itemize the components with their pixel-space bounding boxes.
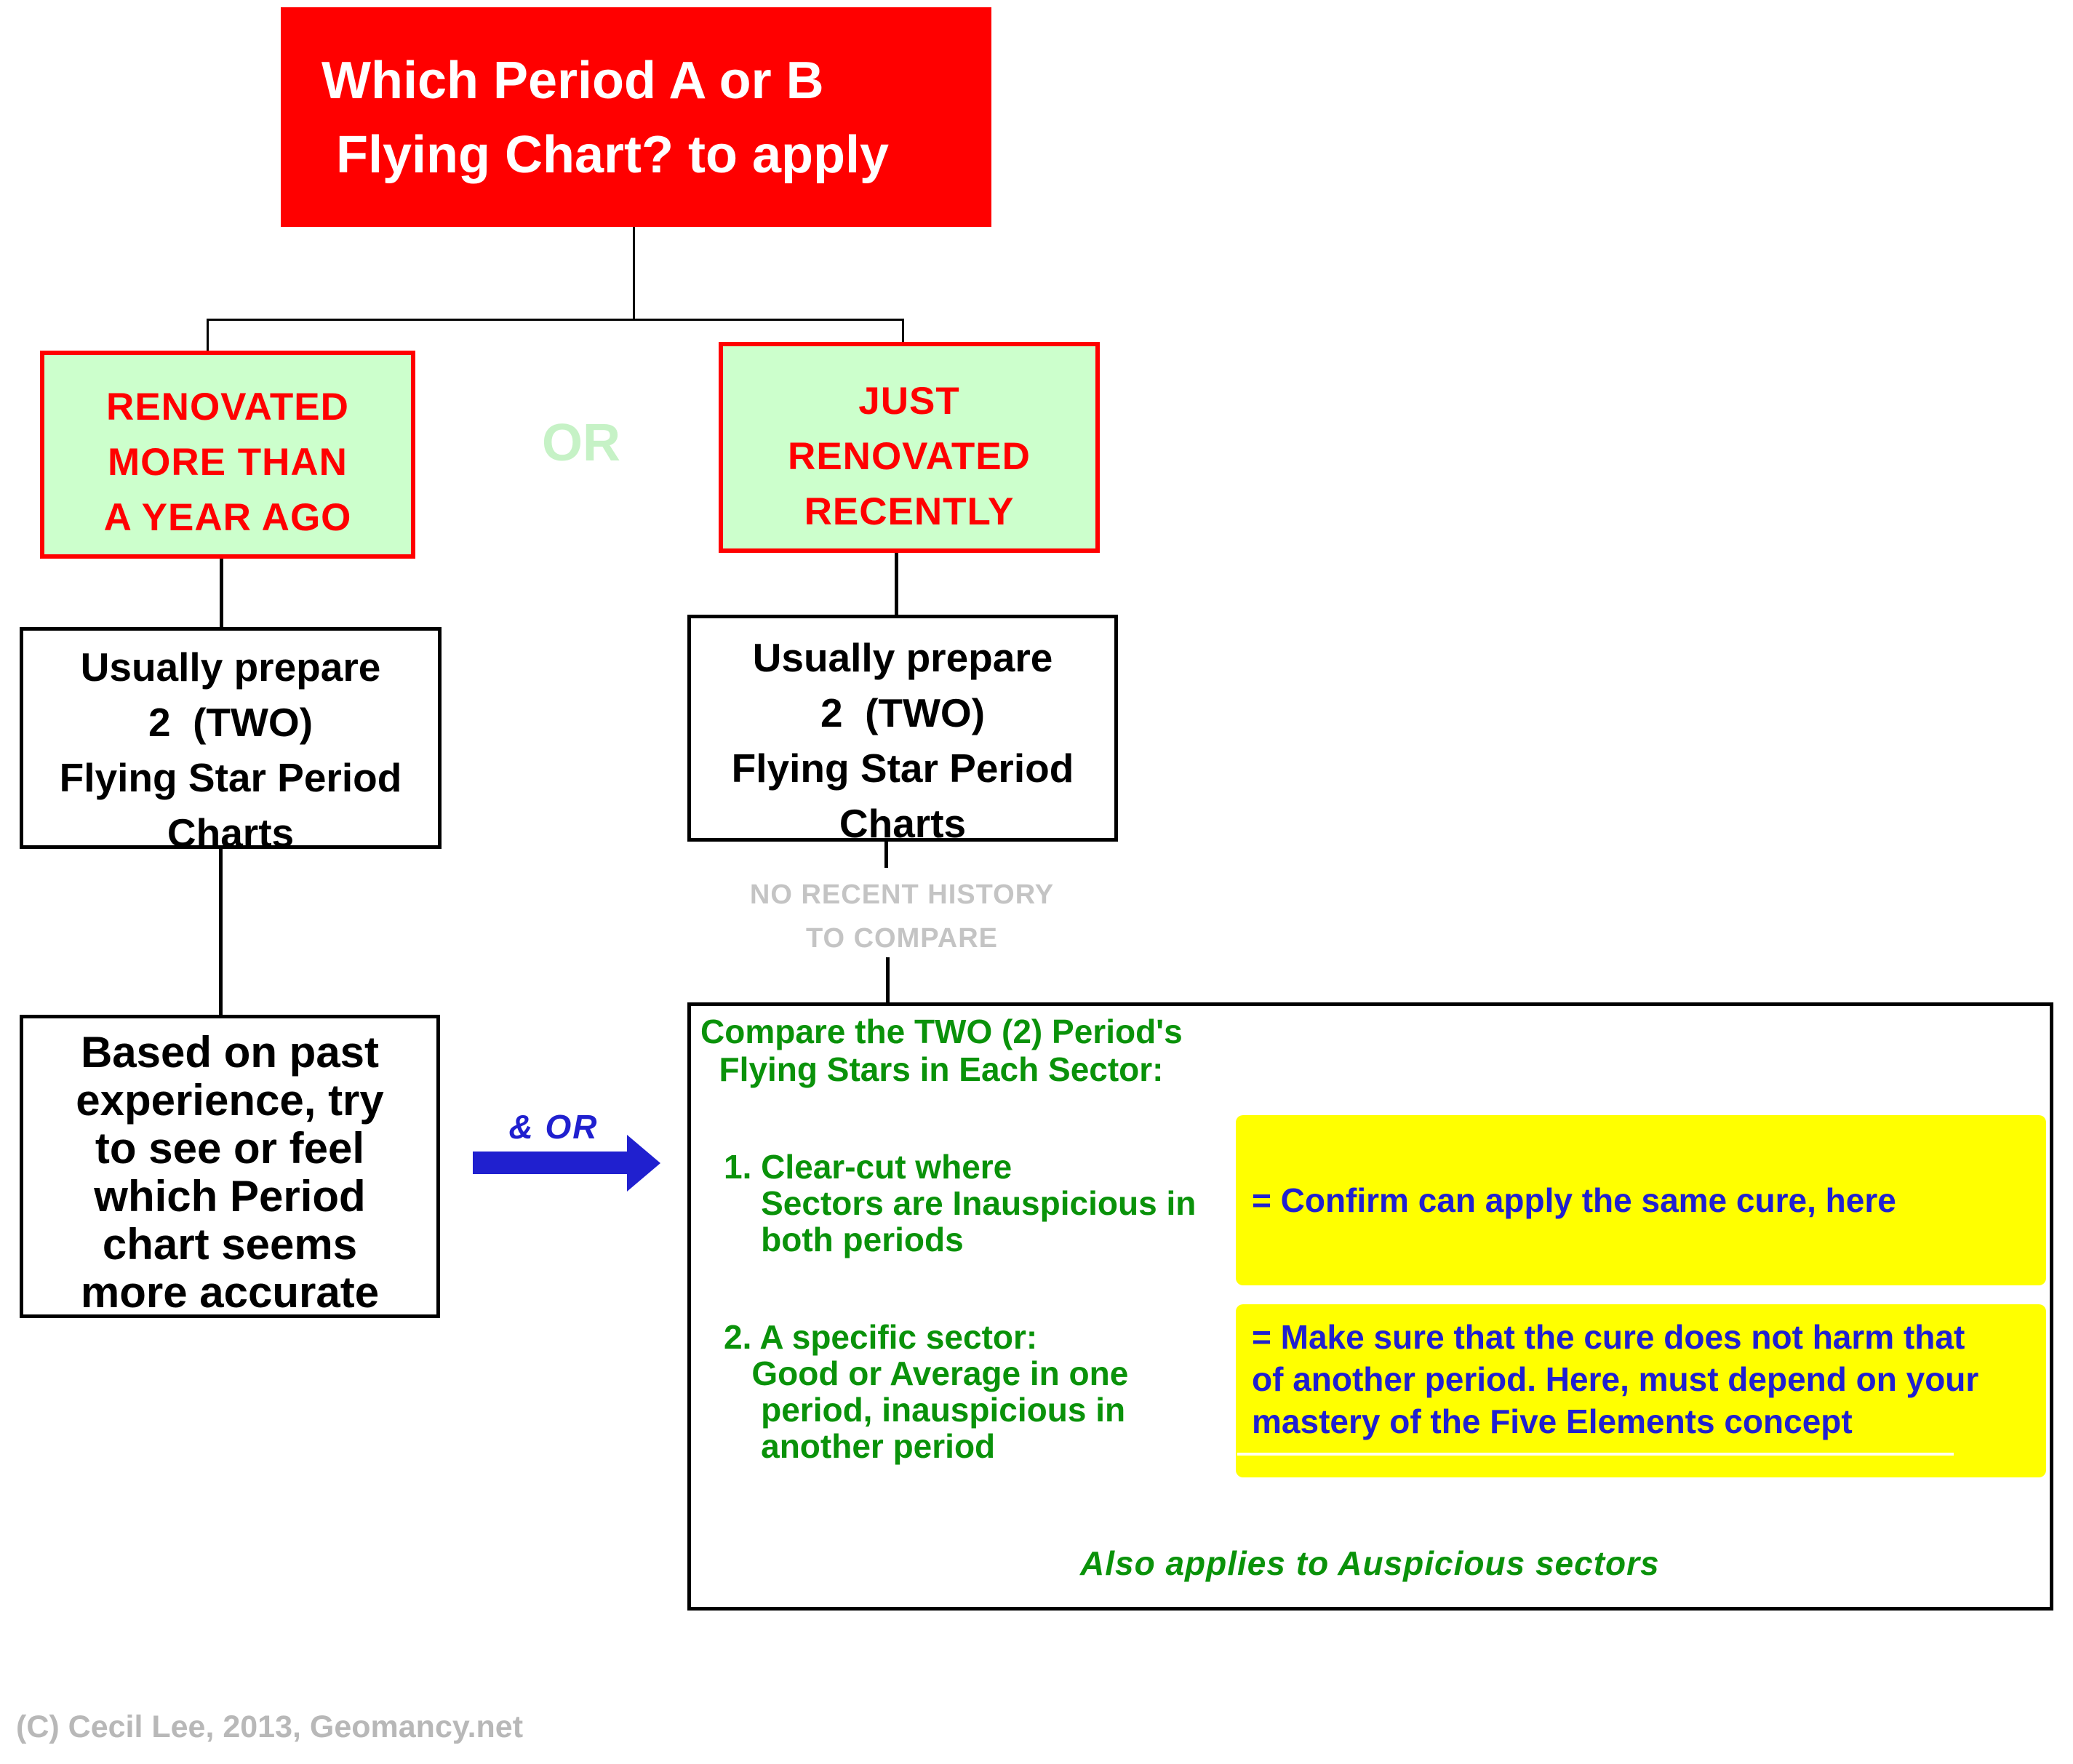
compare-heading: Compare the TWO (2) Period's Flying Star…	[700, 1013, 1183, 1088]
connector-branch-left-drop	[207, 319, 209, 352]
result2-divider-line	[1237, 1453, 1954, 1456]
result-callout-five-elements: = Make sure that the cure does not harm …	[1236, 1304, 2046, 1477]
connector-right-prepare-down-lower	[886, 957, 890, 1004]
prepare-box-right: Usually prepare 2 (TWO) Flying Star Peri…	[687, 615, 1118, 846]
connector-left-prepare-to-conclusion	[219, 847, 223, 1016]
compare-box: Compare the TWO (2) Period's Flying Star…	[687, 1002, 2053, 1611]
connector-branch-horizontal	[207, 319, 904, 321]
result-callout-same-cure-text: = Confirm can apply the same cure, here	[1252, 1181, 1896, 1219]
copyright-text: (C) Cecil Lee, 2013, Geomancy.net	[16, 1709, 524, 1744]
connector-right-condition-to-prepare	[895, 550, 898, 617]
connector-title-down	[633, 227, 635, 320]
connector-branch-right-drop	[902, 319, 904, 343]
compare-item-1: 1. Clear-cut where Sectors are Inauspici…	[724, 1148, 1197, 1258]
condition-box-just-renovated: JUST RENOVATED RECENTLY	[719, 342, 1100, 553]
prepare-box-left: Usually prepare 2 (TWO) Flying Star Peri…	[20, 627, 442, 855]
conclusion-box-based-on-experience: Based on past experience, try to see or …	[20, 1015, 440, 1318]
condition-box-renovated-more-than-year: RENOVATED MORE THAN A YEAR AGO	[40, 351, 415, 559]
no-recent-history-note: NO RECENT HISTORY TO COMPARE	[749, 879, 1055, 954]
compare-item-2: 2. A specific sector: Good or Average in…	[724, 1318, 1129, 1465]
connector-left-condition-to-prepare	[220, 556, 223, 628]
auspicious-footnote: Also applies to Auspicious sectors	[1080, 1544, 1660, 1582]
connector-right-prepare-down-upper	[884, 840, 888, 868]
title-box: Which Period A or B Flying Chart? to app…	[281, 7, 991, 227]
and-or-arrow-label: & OR	[508, 1108, 599, 1146]
result-callout-same-cure: = Confirm can apply the same cure, here	[1236, 1115, 2046, 1285]
or-label: OR	[542, 414, 620, 472]
blue-arrow-head	[627, 1135, 660, 1192]
blue-arrow-shaft	[473, 1152, 628, 1174]
